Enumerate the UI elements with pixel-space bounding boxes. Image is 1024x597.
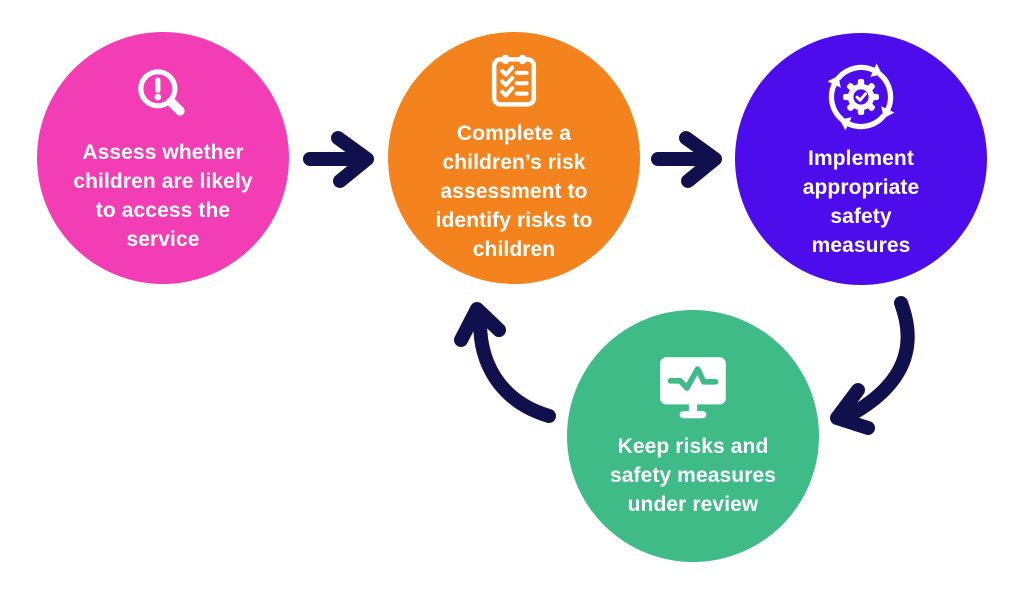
step-label-keep-under-review: Keep risks and safety measures under rev… xyxy=(609,435,777,516)
magnifier-alert-icon xyxy=(130,63,196,129)
step-circle-assess-access: Assess whether children are likely to ac… xyxy=(37,32,289,284)
cycle-arrows xyxy=(827,63,895,130)
arrow-review-to-risk xyxy=(454,302,556,423)
monitor-pulse-icon xyxy=(653,353,733,423)
sync-gear-icon xyxy=(823,59,899,135)
step-label-risk-assessment: Complete a children’s risk assessment to… xyxy=(435,122,593,261)
step-circle-implement-measures: Implement appropriate safety measures xyxy=(735,33,987,285)
step-circle-risk-assessment: Complete a children’s risk assessment to… xyxy=(388,32,640,284)
step-circle-keep-under-review: Keep risks and safety measures under rev… xyxy=(567,310,819,562)
arrow-assess-to-risk xyxy=(303,131,374,188)
gear-check xyxy=(843,78,879,115)
arrow-implement-to-review xyxy=(830,296,915,435)
arrow-risk-to-implement xyxy=(651,131,722,188)
checklist-icon xyxy=(487,52,541,110)
step-label-assess-access: Assess whether children are likely to ac… xyxy=(73,140,253,251)
step-label-implement-measures: Implement appropriate safety measures xyxy=(802,146,920,257)
